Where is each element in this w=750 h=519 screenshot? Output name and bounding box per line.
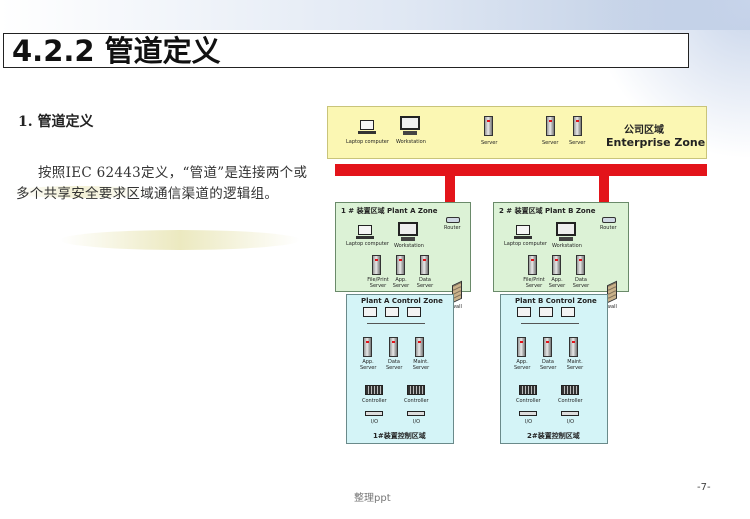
controller-icon [365,385,383,395]
laptop-label: Laptop computer [346,241,389,247]
plant-b-zone: 2 # 装置区域 Plant B Zone Router Laptop comp… [493,202,629,292]
app-server-label: App. Server [360,359,377,371]
controller-icon [407,385,425,395]
section-subheading: 1. 管道定义 [18,114,94,130]
io-module-icon [561,411,579,416]
laptop-label: Laptop computer [346,139,389,145]
plant-b-conduit [599,176,609,218]
server-icon [546,116,555,136]
server-icon [576,255,585,275]
plant-b-zone-label: 2 # 装置区域 Plant B Zone [499,207,596,215]
server-label: Server [569,140,586,146]
file-server-label: File/Print Server [367,277,389,289]
controller-icon [561,385,579,395]
io-label: I/O [371,419,379,425]
app-server-label: App. Server [548,277,566,289]
router-label: Router [444,225,461,231]
server-icon [396,255,405,275]
data-server-label: Data Server [386,359,403,371]
controller-label: Controller [362,398,387,404]
server-icon [517,337,526,357]
body-paragraph-text: 按照IEC 62443定义，“管道”是连接两个或多个共享安全要求区域通信渠道的逻… [16,165,308,202]
firewall-icon [607,280,617,304]
server-icon [415,337,424,357]
plant-b-control-zone-label: Plant B Control Zone [515,297,597,305]
monitor-icon [517,307,531,317]
data-server-label: Data Server [540,359,557,371]
server-icon [372,255,381,275]
controller-label: Controller [516,398,541,404]
controller-label: Controller [404,398,429,404]
page-number: -7- [697,482,711,493]
enterprise-zone-label-en: Enterprise Zone [606,136,706,149]
server-label: Server [481,140,498,146]
decorative-swoosh [10,186,150,198]
data-server-label: Data Server [416,277,434,289]
plant-a-zone: 1 # 装置区域 Plant A Zone Router Laptop comp… [335,202,471,292]
server-icon [543,337,552,357]
maint-server-label: Maint. Server [566,359,584,371]
decorative-swoosh [60,230,300,250]
monitor-icon [407,307,421,317]
server-icon [484,116,493,136]
plant-a-zone-label: 1 # 装置区域 Plant A Zone [341,207,438,215]
maint-server-label: Maint. Server [412,359,430,371]
app-server-label: App. Server [514,359,531,371]
body-paragraph: 按照IEC 62443定义，“管道”是连接两个或多个共享安全要求区域通信渠道的逻… [16,163,316,205]
io-label: I/O [525,419,533,425]
footer-text: 整理ppt [354,493,391,504]
slide-title: 4.2.2 管道定义 [12,34,221,68]
enterprise-zone-label-cn: 公司区域 [624,125,664,136]
server-icon [552,255,561,275]
monitor-icon [363,307,377,317]
workstation-label: Workstation [552,243,582,249]
network-link [367,323,425,324]
server-label: Server [542,140,559,146]
server-icon [528,255,537,275]
monitor-icon [561,307,575,317]
workstation-label: Workstation [396,139,426,145]
io-label: I/O [567,419,575,425]
server-icon [420,255,429,275]
router-label: Router [600,225,617,231]
laptop-label: Laptop computer [504,241,547,247]
plant-a-conduit [445,176,455,218]
plant-a-control-zone: Plant A Control Zone App. Server Data Se… [346,294,454,444]
app-server-label: App. Server [392,277,410,289]
data-server-label: Data Server [572,277,590,289]
server-icon [363,337,372,357]
enterprise-conduit [335,164,707,176]
router-icon [446,217,460,223]
io-module-icon [365,411,383,416]
workstation-label: Workstation [394,243,424,249]
network-zone-diagram: Laptop computer Workstation Server Serve… [327,106,707,446]
plant-b-control-zone-cn-label: 2#装置控制区域 [527,432,580,440]
title-box: 4.2.2 管道定义 [3,33,689,68]
server-icon [389,337,398,357]
controller-icon [519,385,537,395]
router-icon [602,217,616,223]
server-icon [569,337,578,357]
file-server-label: File/Print Server [523,277,545,289]
server-icon [573,116,582,136]
network-link [521,323,579,324]
io-module-icon [407,411,425,416]
controller-label: Controller [558,398,583,404]
plant-b-control-zone: Plant B Control Zone App. Server Data Se… [500,294,608,444]
io-label: I/O [413,419,421,425]
enterprise-zone: Laptop computer Workstation Server Serve… [327,106,707,159]
plant-a-control-zone-cn-label: 1#装置控制区域 [373,432,426,440]
monitor-icon [385,307,399,317]
io-module-icon [519,411,537,416]
plant-a-control-zone-label: Plant A Control Zone [361,297,443,305]
monitor-icon [539,307,553,317]
